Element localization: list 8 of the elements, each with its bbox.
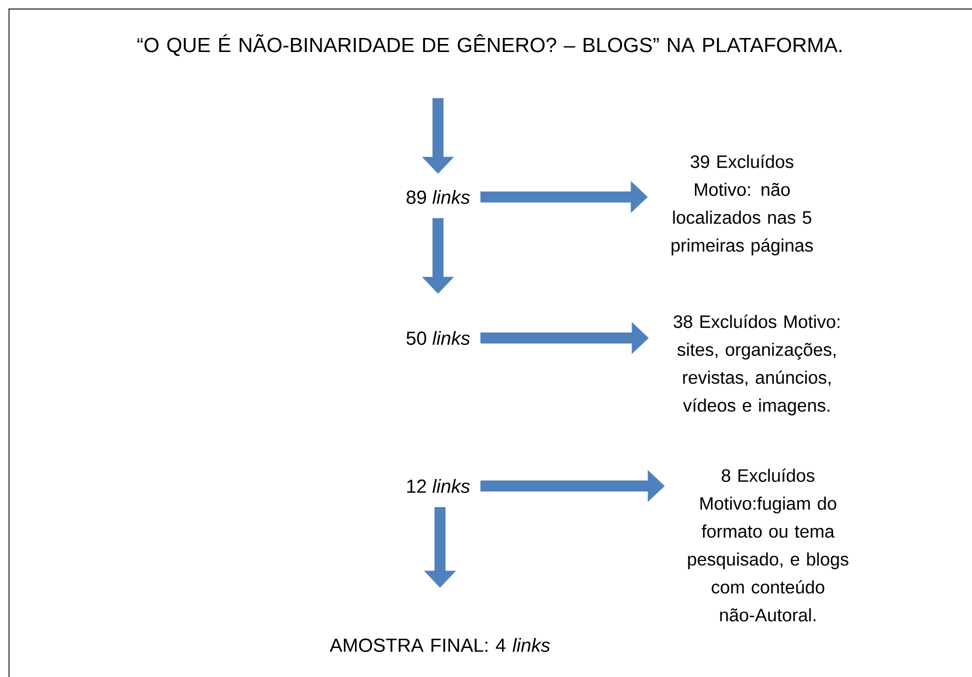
exclusion-text: 39 Excluídos Motivo: não localizados nas 5 primeiras páginas	[672, 154, 813, 256]
exclusion-text: 8 Excluídos Motivo:fugiam do formato ou tema pesquisado, e blogs com conteúdo não-Autoral.	[688, 468, 848, 622]
result-text: AMOSTRA FINAL: 4 links	[330, 638, 550, 652]
count-text: 89 links	[406, 190, 470, 204]
count-text: 12 links	[407, 479, 470, 493]
count-text: 50 links	[406, 331, 470, 345]
title-text: “O QUE É NÃO-BINARIDADE DE GÊNERO? – BLOGS” NA PLATAFORMA.	[137, 34, 842, 56]
exclusion-text: 38 Excluídos Motivo: sites, organizações, revistas, anúncios, vídeos e imagens.	[674, 314, 840, 416]
